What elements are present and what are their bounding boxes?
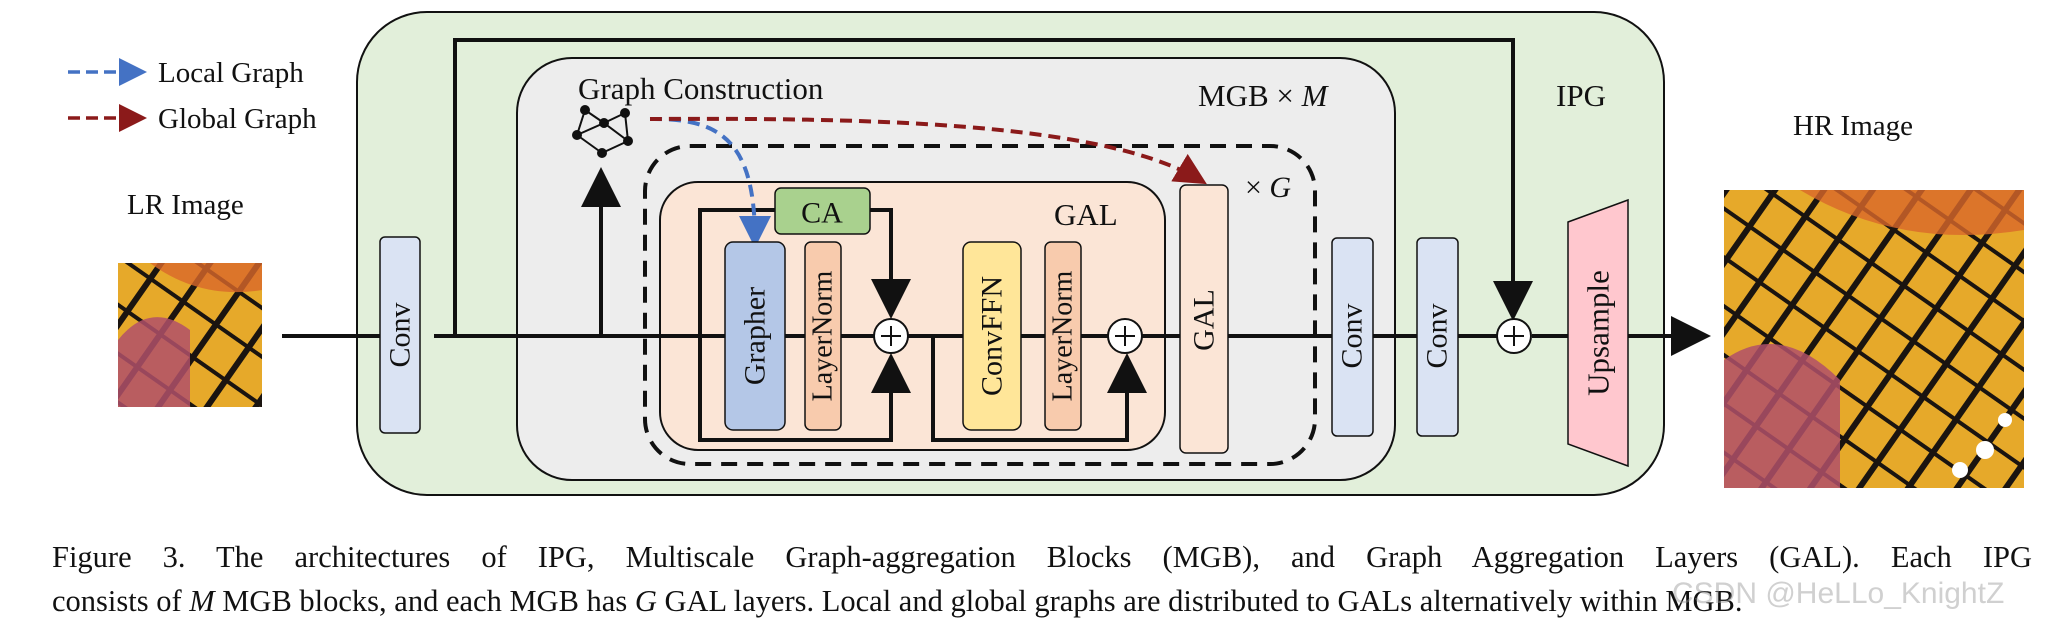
ca-label: CA — [801, 197, 843, 230]
ca-block: CA — [774, 187, 871, 235]
global-graph-arrow — [649, 116, 1207, 185]
figure-caption: Figure 3. The architectures of IPG, Mult… — [52, 535, 2032, 623]
ipg-label: IPG — [1556, 78, 1606, 113]
mgb-label: MGB × M — [1198, 78, 1330, 113]
legend-local: Local Graph — [68, 57, 304, 89]
layernorm-2-label: LayerNorm — [1048, 270, 1079, 401]
gal-block-label: GAL — [1188, 289, 1221, 351]
architecture-diagram: Local Graph Global Graph LR Image HR Ima… — [68, 11, 2024, 496]
conv-ipg-label: Conv — [1421, 303, 1454, 368]
conv-mgb-label: Conv — [1336, 303, 1369, 368]
gal-repeat-box — [643, 144, 1317, 466]
legend-global-label: Global Graph — [158, 103, 317, 135]
conv-first-block: Conv — [379, 236, 421, 434]
graph-network-icon — [572, 105, 633, 158]
upsample-label: Upsample — [1581, 270, 1616, 396]
layernorm-block-2: LayerNorm — [1044, 241, 1082, 431]
grapher-block: Grapher — [724, 241, 786, 431]
lr-image-label: LR Image — [127, 189, 244, 221]
legend-global: Global Graph — [68, 103, 317, 135]
lr-image — [118, 263, 262, 407]
hr-image — [1724, 190, 2024, 488]
add-node-1 — [873, 318, 909, 354]
conv-mgb-block: Conv — [1331, 237, 1374, 437]
conv-ipg-block: Conv — [1416, 237, 1459, 437]
convffn-block: ConvFFN — [962, 241, 1022, 431]
legend: Local Graph Global Graph — [68, 57, 317, 135]
ca-branch — [698, 208, 775, 336]
times-g-label: × G — [1245, 171, 1291, 204]
layernorm-block-1: LayerNorm — [804, 241, 842, 431]
legend-local-label: Local Graph — [158, 57, 304, 89]
ca-output — [870, 208, 911, 319]
gal-detail-label: GAL — [1054, 197, 1118, 232]
convffn-label: ConvFFN — [976, 276, 1009, 396]
add-node-3 — [1496, 318, 1532, 354]
graph-construction-label: Graph Construction — [578, 71, 824, 106]
layernorm-1-label: LayerNorm — [808, 270, 839, 401]
gal-residual-1 — [698, 336, 911, 442]
gal-detail-container — [659, 181, 1166, 451]
add-node-2 — [1107, 318, 1143, 354]
hr-image-label: HR Image — [1793, 110, 1913, 142]
upsample-block: Upsample — [1567, 198, 1629, 468]
gal-residual-2 — [931, 336, 1147, 442]
conv-first-label: Conv — [384, 302, 417, 367]
watermark: CSDN @HeLLo_KnightZ — [1672, 577, 2005, 610]
caption-line-2: consists of M MGB blocks, and each MGB h… — [52, 584, 1743, 618]
caption-line-1: Figure 3. The architectures of IPG, Mult… — [52, 540, 2032, 574]
gal-block: GAL — [1179, 184, 1229, 454]
ipg-skip-connection — [453, 38, 1533, 336]
grapher-label: Grapher — [739, 287, 772, 385]
